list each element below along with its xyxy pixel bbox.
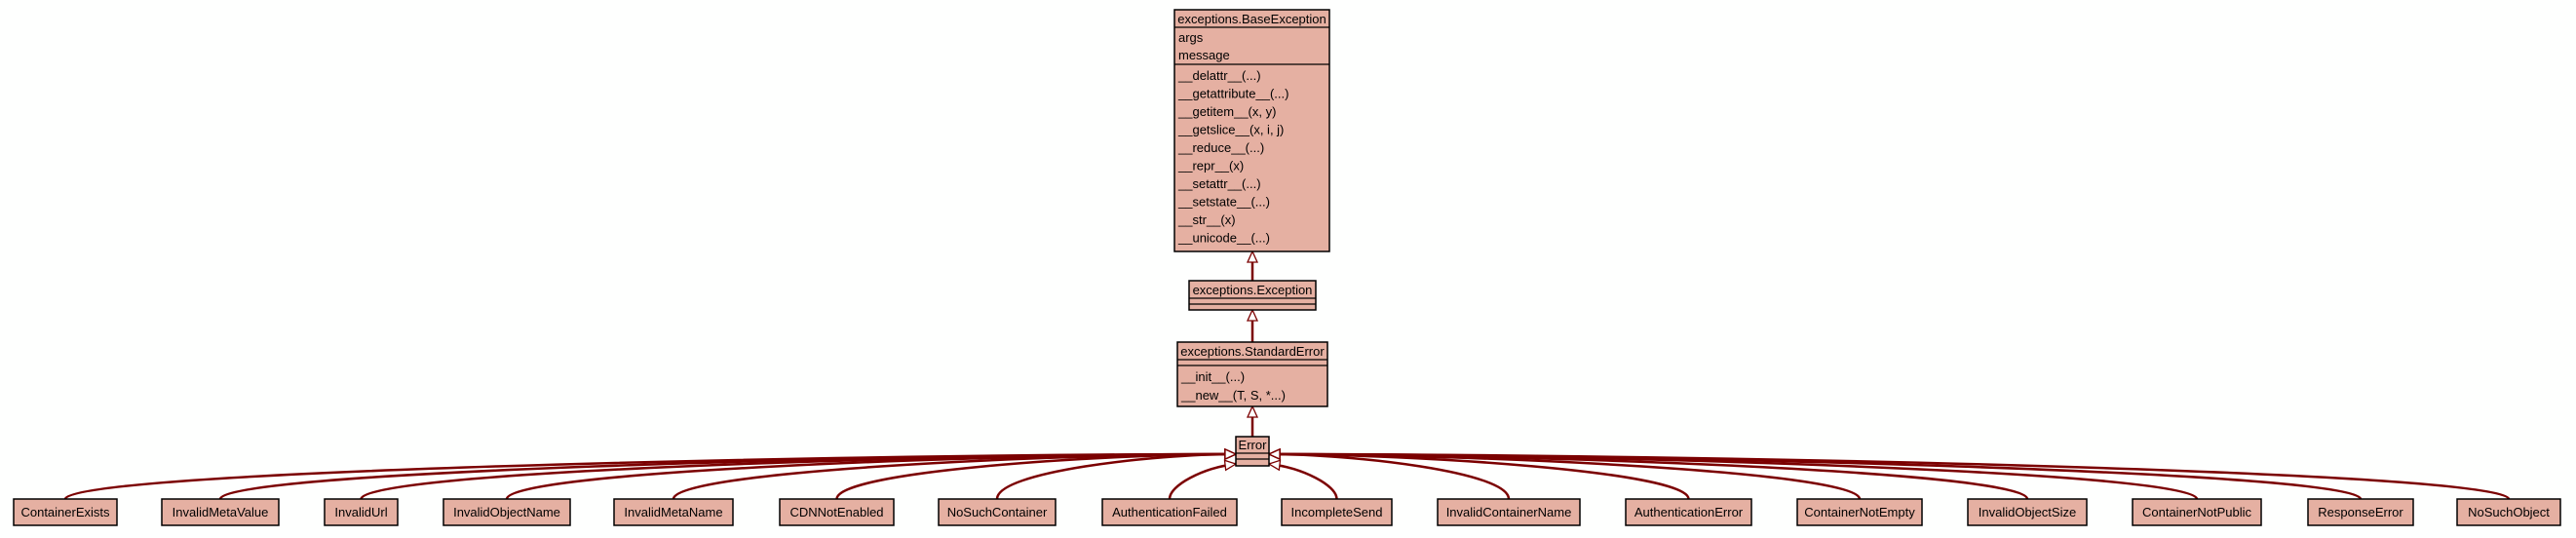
no-such-object-name: NoSuchObject <box>2468 505 2550 519</box>
error-name: Error <box>1239 438 1268 452</box>
container-not-public-name: ContainerNotPublic <box>2142 505 2252 519</box>
inheritance-arrowhead <box>1267 447 1281 461</box>
class-incomplete-send[interactable]: IncompleteSend <box>1281 498 1393 526</box>
no-such-container-box <box>938 498 1057 526</box>
class-no-such-container[interactable]: NoSuchContainer <box>938 498 1057 526</box>
standard-error-method-new: __new__(T, S, *...) <box>1180 388 1286 403</box>
base-exception-method: __getitem__(x, y) <box>1177 104 1276 119</box>
class-invalid-meta-name[interactable]: InvalidMetaName <box>613 498 734 526</box>
base-exception-box <box>1173 9 1330 252</box>
class-invalid-object-name[interactable]: InvalidObjectName <box>442 498 571 526</box>
inheritance-arrowhead <box>1223 459 1238 472</box>
error-box <box>1235 436 1270 467</box>
base-exception-method: __getattribute__(...) <box>1177 87 1288 101</box>
base-exception-attr-message: message <box>1178 48 1230 62</box>
container-not-empty-name: ContainerNotEmpty <box>1804 505 1915 519</box>
class-invalid-meta-value[interactable]: InvalidMetaValue <box>161 498 280 526</box>
container-exists-box <box>13 498 118 526</box>
invalid-meta-value-name: InvalidMetaValue <box>173 505 269 519</box>
response-error-name: ResponseError <box>2318 505 2403 519</box>
class-authentication-failed[interactable]: AuthenticationFailed <box>1101 498 1238 526</box>
class-base-exception[interactable]: exceptions.BaseException args message __… <box>1173 9 1330 252</box>
exception-name: exceptions.Exception <box>1193 283 1313 297</box>
container-not-public-box <box>2132 498 2262 526</box>
standard-error-box <box>1176 341 1328 407</box>
base-exception-method: __str__(x) <box>1177 212 1236 227</box>
class-invalid-url[interactable]: InvalidUrl <box>324 498 399 526</box>
base-exception-method: __setstate__(...) <box>1177 195 1270 210</box>
invalid-object-size-name: InvalidObjectSize <box>1979 505 2076 519</box>
class-invalid-object-size[interactable]: InvalidObjectSize <box>1967 498 2088 526</box>
no-such-container-name: NoSuchContainer <box>947 505 1048 519</box>
base-exception-name: exceptions.BaseException <box>1177 12 1326 26</box>
standard-error-method-init: __init__(...) <box>1180 369 1245 384</box>
base-exception-method: __reduce__(...) <box>1177 140 1264 155</box>
invalid-meta-name-box <box>613 498 734 526</box>
class-authentication-error[interactable]: AuthenticationError <box>1625 498 1752 526</box>
inheritance-edge <box>1268 452 2511 501</box>
inheritance-arrowhead <box>1267 459 1282 472</box>
cdn-not-enabled-name: CDNNotEnabled <box>789 505 883 519</box>
class-exception[interactable]: exceptions.Exception <box>1188 280 1317 311</box>
inheritance-arrowhead <box>1224 447 1238 461</box>
invalid-object-name-box <box>442 498 571 526</box>
invalid-meta-value-box <box>161 498 280 526</box>
class-response-error[interactable]: ResponseError <box>2307 498 2414 526</box>
container-exists-name: ContainerExists <box>20 505 110 519</box>
invalid-meta-name-name: InvalidMetaName <box>624 505 722 519</box>
invalid-container-name-box <box>1437 498 1581 526</box>
base-exception-method: __setattr__(...) <box>1177 176 1261 191</box>
authentication-failed-box <box>1101 498 1238 526</box>
class-no-such-object[interactable]: NoSuchObject <box>2456 498 2561 526</box>
base-exception-method: __unicode__(...) <box>1177 231 1270 246</box>
inheritance-edges <box>63 250 2511 501</box>
cdn-not-enabled-box <box>779 498 895 526</box>
base-exception-method: __repr__(x) <box>1177 159 1244 173</box>
invalid-object-name-name: InvalidObjectName <box>453 505 560 519</box>
no-such-object-box <box>2456 498 2561 526</box>
base-exception-method: __delattr__(...) <box>1177 68 1261 83</box>
authentication-error-name: AuthenticationError <box>1634 505 1744 519</box>
class-standard-error[interactable]: exceptions.StandardError __init__(...) _… <box>1176 341 1328 407</box>
class-invalid-container-name[interactable]: InvalidContainerName <box>1437 498 1581 526</box>
standard-error-name: exceptions.StandardError <box>1180 344 1325 359</box>
authentication-error-box <box>1625 498 1752 526</box>
base-exception-method: __getslice__(x, i, j) <box>1177 123 1284 137</box>
invalid-container-name-name: InvalidContainerName <box>1446 505 1572 519</box>
inheritance-edge <box>835 452 1237 500</box>
class-container-not-public[interactable]: ContainerNotPublic <box>2132 498 2262 526</box>
incomplete-send-box <box>1281 498 1393 526</box>
class-error[interactable]: Error <box>1235 436 1270 467</box>
response-error-box <box>2307 498 2414 526</box>
class-cdn-not-enabled[interactable]: CDNNotEnabled <box>779 498 895 526</box>
inheritance-edge <box>995 452 1237 500</box>
invalid-url-name: InvalidUrl <box>334 505 387 519</box>
authentication-failed-name: AuthenticationFailed <box>1112 505 1227 519</box>
container-not-empty-box <box>1796 498 1923 526</box>
incomplete-send-name: IncompleteSend <box>1291 505 1383 519</box>
error-subclasses: ContainerExists InvalidMetaValue Invalid… <box>13 498 2561 526</box>
base-exception-attr-args: args <box>1178 30 1204 45</box>
invalid-url-box <box>324 498 399 526</box>
class-container-exists[interactable]: ContainerExists <box>13 498 118 526</box>
exception-box <box>1188 280 1317 311</box>
class-container-not-empty[interactable]: ContainerNotEmpty <box>1796 498 1923 526</box>
invalid-object-size-box <box>1967 498 2088 526</box>
